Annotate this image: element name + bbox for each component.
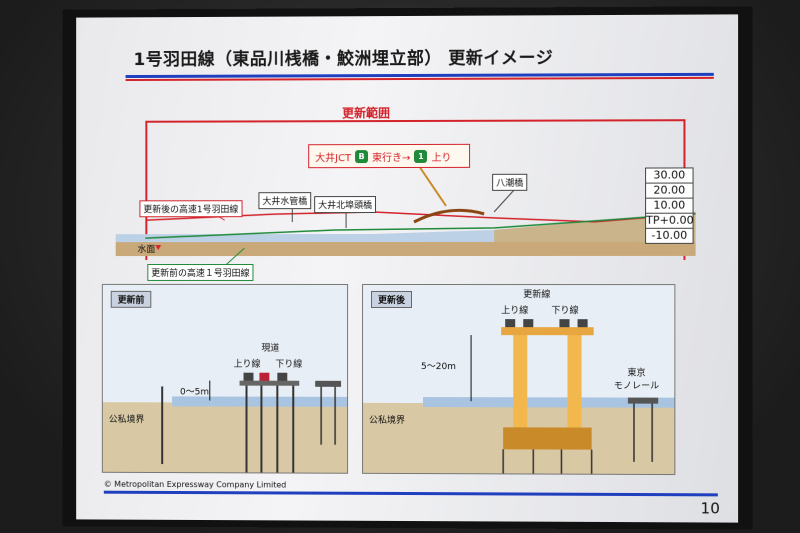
slide: 1号羽田線（東品川桟橋・鮫洲埋立部） 更新イメージ 更新範囲 更新後の高速1号羽…	[76, 14, 739, 523]
ground-layer	[115, 241, 696, 257]
after-up-label: 上り線	[501, 306, 529, 317]
before-clearance-label: 0～5m	[180, 387, 210, 398]
before-water	[172, 396, 348, 407]
before-panel: 更新前 現道 上り線 下り線 0～5m 公	[101, 283, 349, 474]
jct-direction: 東行き→	[372, 152, 411, 164]
after-deck	[501, 327, 594, 336]
route-1-icon: 1	[414, 149, 428, 163]
before-boundary-label: 公私境界	[108, 415, 145, 426]
before-current-road: 現道	[261, 343, 280, 354]
new-line-label: 更新後の高速1号羽田線	[139, 200, 243, 218]
jct-callout: 大井JCT B 東行き→ 1 上り	[308, 143, 471, 169]
before-up-label: 上り線	[233, 359, 261, 370]
pier-bridge-label: 大井北埠頭橋	[314, 196, 377, 214]
yashio-bridge-label: 八潮橋	[492, 173, 528, 191]
route-b-icon: B	[355, 149, 369, 163]
after-water	[423, 397, 675, 408]
after-car-2	[523, 319, 534, 328]
after-monorail	[627, 397, 659, 404]
after-car-3	[559, 319, 570, 328]
elevation-0: 30.00	[645, 167, 694, 184]
after-pier-right	[567, 335, 582, 428]
after-down-label: 下り線	[551, 306, 579, 317]
after-footing	[503, 427, 592, 450]
footer-rule	[103, 490, 718, 497]
after-car-1	[505, 319, 516, 328]
elevation-3: TP+0.00	[645, 212, 694, 229]
before-car-1	[243, 372, 254, 381]
after-monorail-label: 東京 モノレール	[613, 368, 660, 392]
elevation-1: 20.00	[645, 182, 694, 199]
before-car-2	[259, 372, 270, 381]
water-label: 水面	[137, 245, 156, 256]
old-line-label: 更新前の高速１号羽田線	[147, 264, 254, 281]
before-ground	[102, 402, 348, 473]
after-diagram	[363, 319, 675, 475]
before-down-label: 下り線	[275, 359, 303, 370]
page-number: 10	[700, 499, 720, 518]
after-boundary-label: 公私境界	[369, 415, 406, 427]
footer-copyright: © Metropolitan Expressway Company Limite…	[103, 479, 287, 490]
after-height-label: 5～20m	[421, 362, 456, 373]
before-deck	[239, 380, 300, 386]
pipe-bridge-label: 大井水管橋	[258, 192, 312, 210]
jct-prefix: 大井JCT	[315, 152, 352, 164]
elevation-2: 10.00	[645, 197, 694, 214]
jct-suffix: 上り	[431, 152, 452, 164]
after-new-line: 更新線	[523, 290, 551, 301]
before-diagram	[102, 372, 348, 473]
after-panel: 更新後 更新線 上り線	[362, 283, 676, 476]
before-monorail	[315, 381, 342, 388]
after-car-4	[577, 319, 588, 328]
elevation-4: -10.00	[645, 227, 694, 244]
projector-screen: 1号羽田線（東品川桟橋・鮫洲埋立部） 更新イメージ 更新範囲 更新後の高速1号羽…	[62, 6, 753, 530]
yashio-bridge-shape	[413, 208, 484, 224]
before-car-3	[278, 373, 288, 382]
yashio-pointer	[494, 190, 514, 212]
jct-pointer	[418, 165, 447, 207]
after-pier-left	[513, 335, 528, 428]
